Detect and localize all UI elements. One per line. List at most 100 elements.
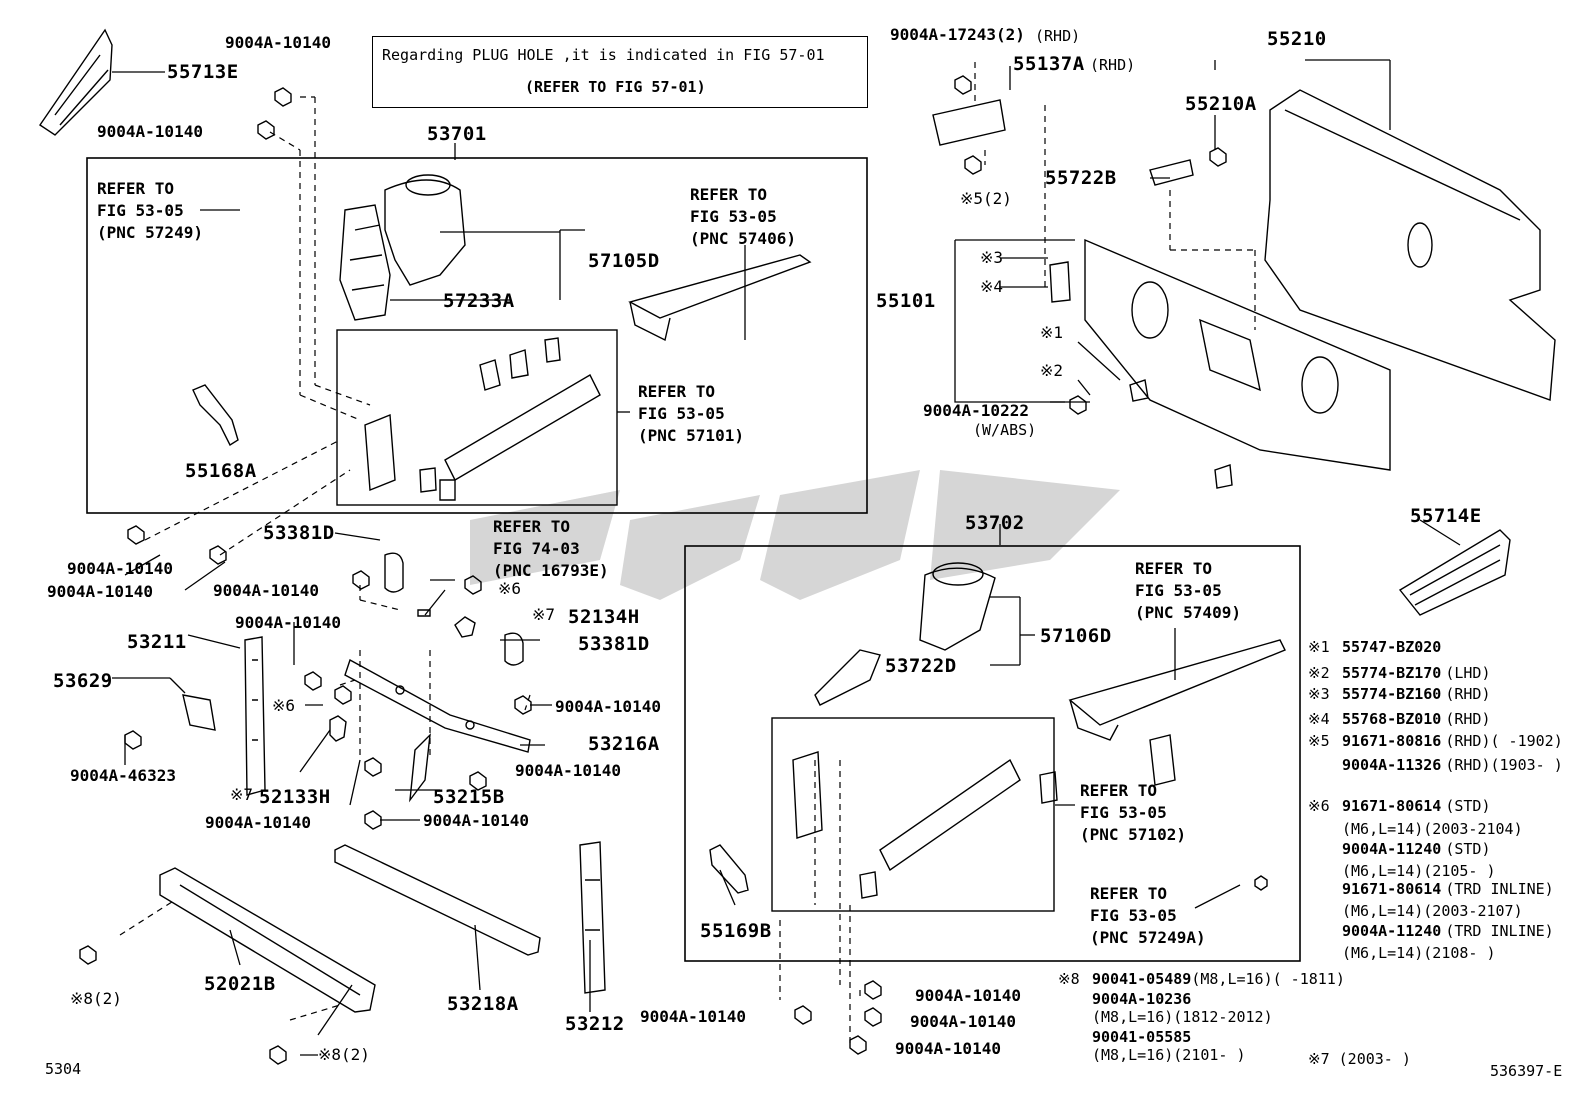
part-53629[interactable]: 53629 — [53, 670, 113, 692]
part-55210[interactable]: 55210 — [1267, 28, 1327, 50]
legend-part-number: 55768-BZ010 — [1342, 710, 1442, 728]
legend-row: 91671-80614(TRD INLINE) — [1308, 880, 1554, 899]
subgroup-box-left — [336, 329, 618, 506]
part-55169B[interactable]: 55169B — [700, 920, 772, 942]
refer-57249A[interactable]: REFER TO FIG 53-05 (PNC 57249A) — [1090, 884, 1206, 947]
bolt-label-17[interactable]: 9004A-10222 — [923, 401, 1029, 420]
part-52133H[interactable]: 52133H — [259, 786, 331, 808]
bolt-label-11[interactable]: 9004A-10140 — [640, 1007, 746, 1026]
legend-note: (RHD) — [1445, 685, 1491, 703]
bolt-label-9[interactable]: 9004A-10140 — [205, 813, 311, 832]
legend-mark: ※6 — [1308, 797, 1330, 815]
dashed-guides — [119, 62, 1256, 1045]
part-53218A[interactable]: 53218A — [447, 993, 519, 1015]
group-box-53701 — [86, 157, 868, 514]
legend-mark: ※2 — [1308, 664, 1330, 682]
legend-note: (STD) — [1445, 840, 1491, 858]
legend-7: ※7 (2003- ) — [1308, 1050, 1411, 1069]
bolt-label-10[interactable]: 9004A-10140 — [423, 811, 529, 830]
mark-8a: ※8(2) — [70, 989, 122, 1008]
legend-part-number: 91671-80614 — [1342, 880, 1442, 898]
bolt-label-14[interactable]: 9004A-10140 — [895, 1039, 1001, 1058]
refer-57102[interactable]: REFER TO FIG 53-05 (PNC 57102) — [1080, 781, 1186, 844]
legend8-row: (M8,L=16)(1812-2012) — [1058, 1008, 1273, 1027]
part-53215B[interactable]: 53215B — [433, 786, 505, 808]
mark-8b: ※8(2) — [318, 1045, 370, 1064]
part-53211[interactable]: 53211 — [127, 631, 187, 653]
refer-57409[interactable]: REFER TO FIG 53-05 (PNC 57409) — [1135, 559, 1241, 622]
bolt-label-1[interactable]: 9004A-10140 — [225, 33, 331, 52]
legend8-note: (M8,L=16)(1812-2012) — [1092, 1008, 1273, 1026]
legend-mark: ※3 — [1308, 685, 1330, 703]
part-55210A[interactable]: 55210A — [1185, 93, 1257, 115]
illustration-code: 536397-E — [1490, 1062, 1563, 1080]
bolt-label-8[interactable]: 9004A-10140 — [515, 761, 621, 780]
part-55137A[interactable]: 55137A — [1013, 53, 1085, 75]
bolt-label-7[interactable]: 9004A-10140 — [555, 697, 661, 716]
refer-57101[interactable]: REFER TO FIG 53-05 (PNC 57101) — [638, 382, 744, 445]
part-52021B[interactable]: 52021B — [204, 973, 276, 995]
legend-part-number: 9004A-11326 — [1342, 756, 1442, 774]
bolt-label-15[interactable]: 9004A-46323 — [70, 766, 176, 785]
legend-mark: ※1 — [1308, 638, 1330, 656]
legend-note: (TRD INLINE) — [1445, 880, 1554, 898]
legend-note: (M6,L=14)(2105- ) — [1342, 862, 1496, 880]
part-55722B[interactable]: 55722B — [1045, 167, 1117, 189]
part-53212[interactable]: 53212 — [565, 1013, 625, 1035]
part-57106D[interactable]: 57106D — [1040, 625, 1112, 647]
bolt-label-4[interactable]: 9004A-10140 — [47, 582, 153, 601]
legend8-part-number: 90041-05585 — [1092, 1028, 1192, 1046]
bolt-label-2[interactable]: 9004A-10140 — [97, 122, 203, 141]
bolt-label-12[interactable]: 9004A-10140 — [915, 986, 1021, 1005]
bolt-label-5[interactable]: 9004A-10140 — [213, 581, 319, 600]
legend-part-number: 91671-80816 — [1342, 732, 1442, 750]
legend-row: (M6,L=14)(2105- ) — [1308, 862, 1496, 881]
refer-57406[interactable]: REFER TO FIG 53-05 (PNC 57406) — [690, 185, 796, 248]
legend-7-note: (2003- ) — [1338, 1050, 1411, 1068]
part-55714E[interactable]: 55714E — [1410, 505, 1482, 527]
bolt-label-13[interactable]: 9004A-10140 — [910, 1012, 1016, 1031]
part-53722D[interactable]: 53722D — [885, 655, 957, 677]
leader-lines — [112, 59, 1461, 1056]
part-53216A[interactable]: 53216A — [588, 733, 660, 755]
legend-mark: ※5 — [1308, 732, 1330, 750]
refer-57249[interactable]: REFER TO FIG 53-05 (PNC 57249) — [97, 179, 203, 242]
part-53702[interactable]: 53702 — [965, 512, 1025, 534]
part-53381D-upper[interactable]: 53381D — [263, 522, 335, 544]
bolt-label-16[interactable]: 9004A-17243(2) — [890, 25, 1025, 44]
refer-16793E[interactable]: REFER TO FIG 74-03 (PNC 16793E) — [493, 517, 609, 580]
notice-line-1: Regarding PLUG HOLE ,it is indicated in … — [382, 46, 825, 64]
legend-row: (M6,L=14)(2003-2107) — [1308, 902, 1523, 921]
bolt-label-3[interactable]: 9004A-10140 — [67, 559, 173, 578]
bolt-label-6[interactable]: 9004A-10140 — [235, 613, 341, 632]
part-52134H[interactable]: 52134H — [568, 606, 640, 628]
legend8-part-number: 9004A-10236 — [1092, 990, 1192, 1008]
rhd-55137A: (RHD) — [1090, 56, 1136, 74]
legend-note: (RHD)(1903- ) — [1445, 756, 1563, 774]
mark-2: ※2 — [1040, 361, 1064, 380]
part-57233A[interactable]: 57233A — [443, 290, 515, 312]
mark-6b: ※6 — [272, 696, 296, 715]
part-57105D[interactable]: 57105D — [588, 250, 660, 272]
part-53701[interactable]: 53701 — [427, 123, 487, 145]
rhd-bolt-16: (RHD) — [1035, 27, 1081, 45]
part-55168A[interactable]: 55168A — [185, 460, 257, 482]
legend8-mark: ※8 — [1058, 970, 1080, 988]
legend-note: (M6,L=14)(2003-2107) — [1342, 902, 1523, 920]
legend8-note: (M8,L=16)( -1811) — [1191, 970, 1345, 988]
part-55101[interactable]: 55101 — [876, 290, 936, 312]
part-55713E[interactable]: 55713E — [167, 61, 239, 83]
legend8-row: (M8,L=16)(2101- ) — [1058, 1046, 1246, 1065]
legend-row: 9004A-11240(STD) — [1308, 840, 1491, 859]
legend-part-number: 55774-BZ160 — [1342, 685, 1442, 703]
mark-6a: ※6 — [498, 579, 522, 598]
part-sketches — [39, 28, 1556, 1065]
part-53381D-lower[interactable]: 53381D — [578, 633, 650, 655]
legend-part-number: 55774-BZ170 — [1342, 664, 1442, 682]
legend-row: ※3 55774-BZ160(RHD) — [1308, 685, 1491, 704]
